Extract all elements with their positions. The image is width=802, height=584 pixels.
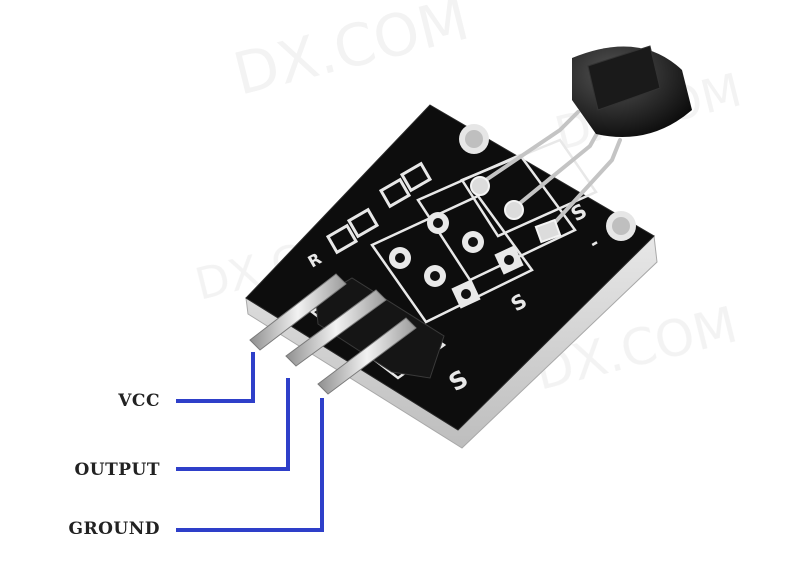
pin-label-output: OUTPUT xyxy=(74,460,160,480)
header-pins xyxy=(249,273,417,395)
pin-ground xyxy=(317,317,417,395)
transistor-body xyxy=(572,45,692,137)
leader-line-ground xyxy=(176,398,324,532)
leader-lines xyxy=(176,352,324,532)
pin-output xyxy=(285,289,387,367)
upper-pin-row xyxy=(427,212,524,275)
pin-vcc xyxy=(249,273,347,351)
pin-header-plastic xyxy=(315,277,445,379)
pcb-board xyxy=(245,104,655,431)
lower-pin-row xyxy=(389,247,481,309)
watermark-text-1: DX.COM xyxy=(227,0,475,109)
mounting-holes xyxy=(459,124,636,241)
leader-line-vcc xyxy=(176,352,255,403)
leader-line-output xyxy=(176,378,290,471)
pin-label-ground: GROUND xyxy=(68,519,160,539)
pin-label-vcc: VCC xyxy=(118,391,160,411)
transistor-solder-pads xyxy=(470,176,562,244)
smd-pads xyxy=(325,161,433,255)
